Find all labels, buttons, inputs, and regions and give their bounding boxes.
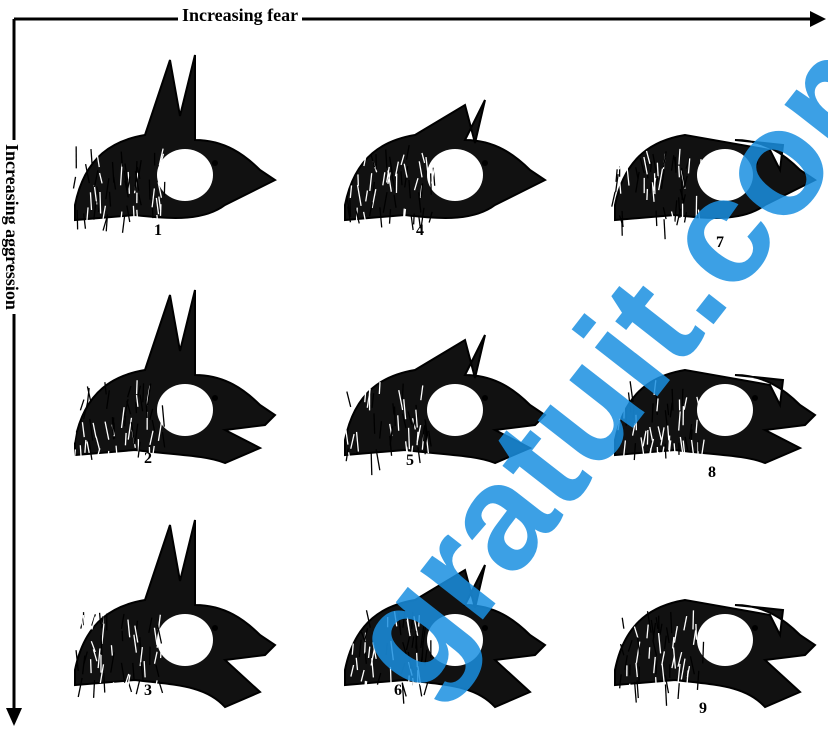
panel-number: 5: [395, 452, 425, 470]
dog-head-icon: [73, 55, 275, 233]
dog-head-icon: [74, 290, 275, 472]
dog-head-icon: [345, 100, 545, 230]
panel-number: 3: [133, 682, 163, 700]
dog-head-icon: [345, 335, 545, 475]
dog-head-icon: [615, 370, 815, 467]
panel-number: 8: [697, 464, 727, 482]
dog-head-icon: [75, 520, 275, 707]
dog-head-icon: [612, 135, 815, 239]
panel-number: 2: [133, 450, 163, 468]
panel-number: 6: [383, 682, 413, 700]
panel-number: 4: [405, 222, 435, 240]
panel-number: 9: [688, 700, 718, 718]
panel-number: 7: [705, 234, 735, 252]
dog-head-icon: [345, 565, 545, 707]
panel-number: 1: [143, 222, 173, 240]
dog-head-icon: [615, 600, 815, 707]
